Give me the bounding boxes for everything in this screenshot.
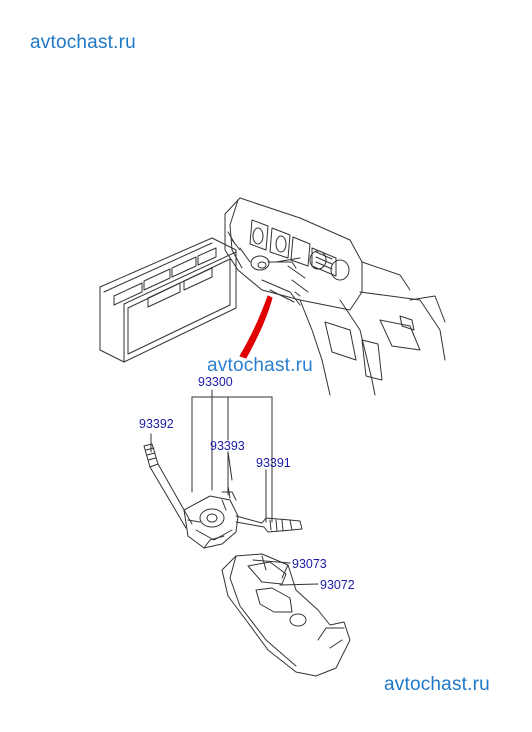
watermark-middle: avtochast.ru xyxy=(207,355,313,376)
callout-93073: 93073 xyxy=(292,557,327,571)
watermark-bottom: avtochast.ru xyxy=(384,674,490,695)
callout-93072: 93072 xyxy=(320,578,355,592)
callout-lines xyxy=(150,389,319,586)
callout-93300: 93300 xyxy=(198,375,233,389)
watermark-top: avtochast.ru xyxy=(30,32,136,53)
callout-93391: 93391 xyxy=(256,456,291,470)
combination-switch xyxy=(143,443,303,549)
callout-93392: 93392 xyxy=(139,417,174,431)
shroud-covers xyxy=(221,553,351,677)
pointer-arrow xyxy=(239,295,273,359)
dashboard-illustration xyxy=(99,197,446,396)
callout-93393: 93393 xyxy=(210,439,245,453)
